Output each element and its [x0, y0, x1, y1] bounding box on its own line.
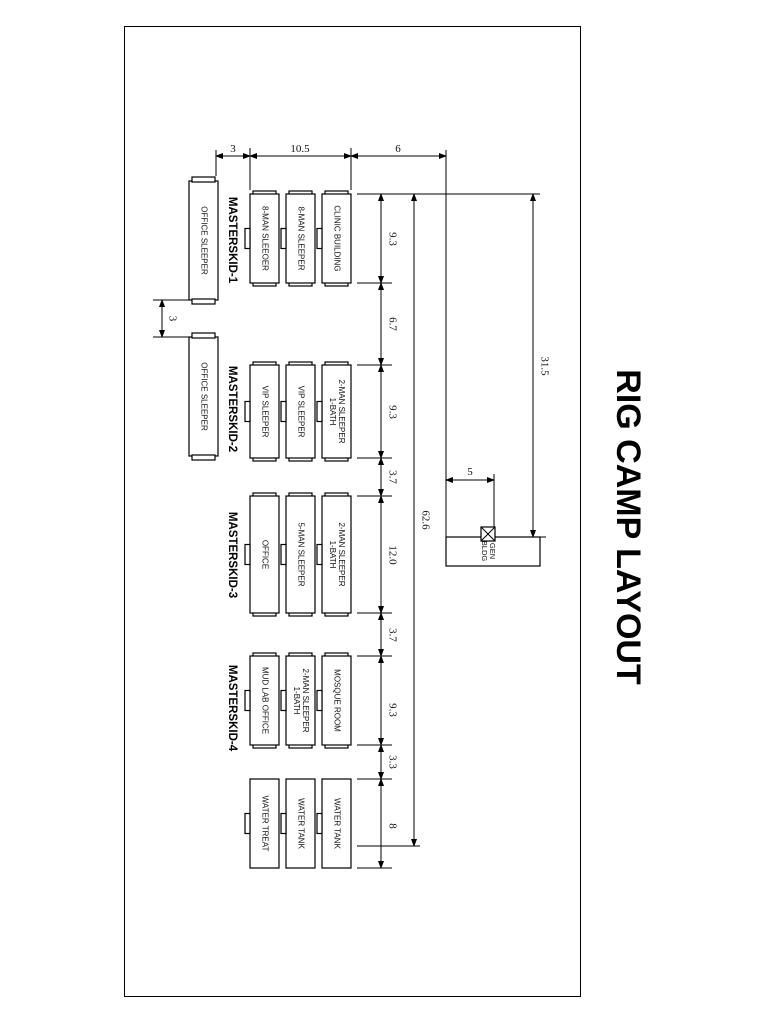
gen-building-label-line2: BLDG	[480, 541, 489, 562]
dim-seg-3: 9.3	[386, 405, 398, 419]
top-dimensions: 3 10.5 6	[215, 143, 447, 540]
dim-top-offset: 6	[395, 143, 401, 155]
skid-3-building-1-connector	[244, 543, 251, 566]
skid-3-building-2-connector	[280, 543, 287, 566]
skid-4-building-1-body	[249, 655, 280, 746]
skid-2-building-3-label-line1: 2-MAN SLEEPER	[337, 379, 346, 443]
skid-3-building-3-connector	[316, 543, 323, 566]
office-gap-dimension: 3	[153, 299, 189, 338]
office-sleeper-1: OFFICE SLEEPER	[188, 176, 219, 305]
gen-building: GEN BLDG	[445, 526, 541, 567]
dim-seg-8: 3.3	[386, 755, 398, 769]
skid-2-building-2-connector	[280, 400, 287, 423]
skid-4-building-2-label-line2: 1-BATH	[292, 687, 301, 715]
skid-1-building-2-label: 8-MAN SLEEPER	[296, 206, 305, 270]
tanks-building-1: WATER TREAT	[244, 778, 280, 869]
dim-gen-offset: 5	[467, 466, 473, 478]
buildings-group: 8-MAN SLEEOER 8-MAN SLEEPER CLINIC BUILDIN…	[244, 190, 352, 869]
skid-1-building-2-connector	[280, 227, 287, 250]
skid-4-building-2-label-line1: 2-MAN SLEEPER	[301, 668, 310, 732]
skid-2-building-2-label: VIP SLEEPER	[296, 386, 305, 438]
skid-3-building-3-label-line1: 2-MAN SLEEPER	[337, 522, 346, 586]
tanks-building-1-connector	[244, 812, 251, 835]
office-sleeper-1-label: OFFICE SLEEPER	[199, 206, 208, 275]
skid-4-building-3-connector	[316, 689, 323, 712]
dim-total: 62.6	[419, 510, 431, 530]
masterskid-3-label: MASTERSKID-3	[226, 512, 238, 598]
dim-top-width: 10.5	[290, 143, 310, 155]
dim-seg-1: 9.3	[386, 232, 398, 246]
skid-2-building-3-connector	[316, 400, 323, 423]
dim-seg-5: 12.0	[386, 545, 398, 565]
skid-2-building-2: VIP SLEEPER	[280, 361, 316, 462]
skid-4-building-3: MOSQUE ROOM	[316, 652, 352, 749]
skid-1-building-3-connector	[316, 227, 323, 250]
skid-3-building-1-body	[249, 495, 280, 614]
masterskid-1-label: MASTERSKID-1	[226, 197, 238, 284]
skid-1-building-3: CLINIC BUILDING	[316, 190, 352, 287]
right-dimensions: 9.3 6.7 9.3 3.7 12.0 3.7 9.3 3.3 8 62.6 …	[357, 193, 550, 869]
office-sleeper-2: OFFICE SLEEPER	[188, 332, 219, 461]
page-title: RIG CAMP LAYOUT	[609, 369, 647, 685]
skid-1-building-1-body	[249, 193, 280, 284]
tanks-building-3-label: WATER TANK	[332, 798, 341, 849]
dim-office-gap: 3	[166, 316, 178, 322]
skid-4-building-3-label: MOSQUE ROOM	[332, 669, 341, 732]
tanks-building-2-label: WATER TANK	[296, 798, 305, 849]
skid-1-building-2: 8-MAN SLEEPER	[280, 190, 316, 287]
tanks-building-2-connector	[280, 812, 287, 835]
skid-1-building-3-label: CLINIC BUILDING	[332, 205, 341, 271]
page-border	[124, 26, 581, 997]
dim-seg-4: 3.7	[386, 470, 398, 484]
skid-3-building-2-body	[285, 495, 316, 614]
skid-4-building-2-body	[285, 655, 316, 746]
masterskid-4-label: MASTERSKID-4	[226, 665, 238, 752]
skid-3-building-1: OFFICE	[244, 492, 280, 617]
tanks-building-1-label: WATER TREAT	[260, 796, 269, 852]
tanks-building-1-body	[249, 778, 280, 869]
gen-building-label-line1: GEN	[488, 543, 497, 559]
tanks-building-3-body	[321, 778, 352, 869]
skid-3-building-2-label: 5-MAN SLEEPER	[296, 522, 305, 586]
tanks-building-3: WATER TANK	[316, 778, 352, 869]
skid-2-building-1-connector	[244, 400, 251, 423]
tanks-building-2-body	[285, 778, 316, 869]
skid-4-building-1: MUD LAB OFFICE	[244, 652, 280, 749]
skid-2-building-1-label: VIP SLEEPER	[260, 386, 269, 438]
skid-2-building-3-body	[321, 364, 352, 459]
skid-3-building-2: 5-MAN SLEEPER	[280, 492, 316, 617]
skid-4-building-1-connector	[244, 689, 251, 712]
dim-seg-2: 6.7	[386, 317, 398, 331]
skid-4-building-2-connector	[280, 689, 287, 712]
dim-seg-6: 3.7	[386, 628, 398, 642]
skid-1-building-1-label: 8-MAN SLEEOER	[260, 206, 269, 271]
skid-1-building-2-body	[285, 193, 316, 284]
dim-gen-distance: 31.5	[538, 356, 550, 376]
dim-top-gap: 3	[230, 143, 236, 155]
dim-seg-7: 9.3	[386, 703, 398, 717]
skid-4-building-1-label: MUD LAB OFFICE	[260, 667, 269, 734]
skid-1-building-1: 8-MAN SLEEOER	[244, 190, 280, 287]
office-sleeper-2-label: OFFICE SLEEPER	[199, 362, 208, 431]
skid-1-building-1-connector	[244, 227, 251, 250]
skid-2-building-3-label-line2: 1-BATH	[328, 398, 337, 426]
tanks-building-2: WATER TANK	[280, 778, 316, 869]
skid-3-building-3-label-line2: 1-BATH	[328, 541, 337, 569]
dim-seg-9: 8	[386, 823, 398, 829]
masterskid-2-label: MASTERSKID-2	[226, 366, 238, 452]
skid-2-building-1: VIP SLEEPER	[244, 361, 280, 462]
skid-3-building-1-label: OFFICE	[260, 540, 269, 569]
tanks-building-3-connector	[316, 812, 323, 835]
